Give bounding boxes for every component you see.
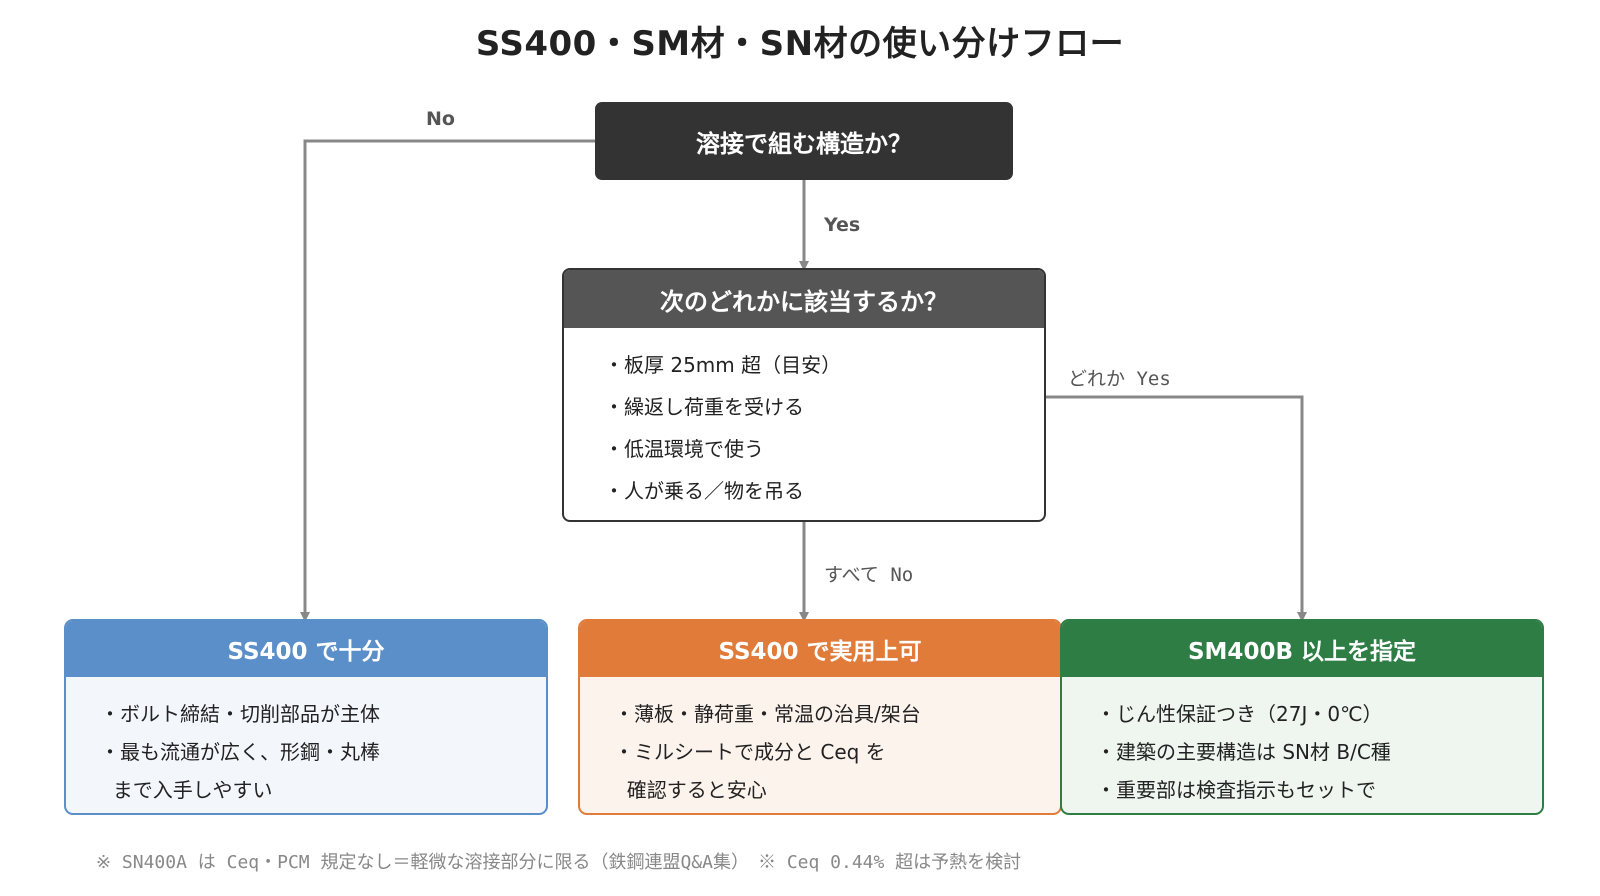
page-title: SS400・SM材・SN材の使い分けフロー	[475, 24, 1125, 64]
edge-q2-any-yes	[1046, 395, 1307, 622]
outcome-note: 確認すると安心	[614, 778, 767, 802]
outcome-note: ・じん性保証つき（27J・0℃）	[1096, 702, 1383, 726]
outcome-note: まで入手しやすい	[100, 778, 273, 802]
condition-item: ・繰返し荷重を受ける	[604, 395, 804, 419]
outcome-header: SM400B 以上を指定	[1062, 621, 1542, 677]
outcome-notes: ・ボルト締結・切削部品が主体 ・最も流通が広く、形鋼・丸棒 まで入手しやすい	[66, 677, 546, 809]
outcome-note: ・ミルシートで成分と Ceq を	[614, 740, 886, 764]
outcome-header: SS400 で実用上可	[580, 621, 1060, 677]
outcome-note: ・最も流通が広く、形鋼・丸棒	[100, 740, 380, 764]
footnote: ※ SN400A は Ceq・PCM 規定なし＝軽微な溶接部分に限る（鉄鋼連盟Q…	[96, 852, 1022, 873]
question-text: 溶接で組む構造か？	[696, 129, 912, 158]
outcome-ss400-practical: SS400 で実用上可 ・薄板・静荷重・常温の治具/架台 ・ミルシートで成分と …	[578, 619, 1062, 815]
edge-label-all-no: すべて No	[824, 564, 914, 586]
outcome-sm400b-specify: SM400B 以上を指定 ・じん性保証つき（27J・0℃） ・建築の主要構造は …	[1060, 619, 1544, 815]
question-welded-structure: 溶接で組む構造か？	[595, 102, 1013, 180]
condition-item: ・低温環境で使う	[604, 437, 764, 461]
outcome-note: ・建築の主要構造は SN材 B/C種	[1096, 740, 1391, 764]
outcome-ss400-sufficient: SS400 で十分 ・ボルト締結・切削部品が主体 ・最も流通が広く、形鋼・丸棒 …	[64, 619, 548, 815]
edge-label-any-yes: どれか Yes	[1068, 368, 1171, 390]
edge-q1-no	[300, 139, 595, 622]
condition-item: ・板厚 25mm 超（目安）	[604, 353, 842, 377]
outcome-note: ・重要部は検査指示もセットで	[1096, 778, 1376, 802]
outcome-notes: ・じん性保証つき（27J・0℃） ・建築の主要構造は SN材 B/C種 ・重要部…	[1062, 677, 1542, 809]
outcome-header: SS400 で十分	[66, 621, 546, 677]
conditions-list: ・板厚 25mm 超（目安） ・繰返し荷重を受ける ・低温環境で使う ・人が乗る…	[564, 328, 1044, 512]
outcome-note: ・薄板・静荷重・常温の治具/架台	[614, 702, 921, 726]
condition-item: ・人が乗る／物を吊る	[604, 479, 804, 503]
outcome-notes: ・薄板・静荷重・常温の治具/架台 ・ミルシートで成分と Ceq を 確認すると安…	[580, 677, 1060, 809]
question-conditions-header: 次のどれかに該当するか？	[564, 270, 1044, 328]
edge-label-yes: Yes	[824, 214, 861, 236]
edge-label-no: No	[426, 108, 455, 130]
question-conditions: 次のどれかに該当するか？ ・板厚 25mm 超（目安） ・繰返し荷重を受ける ・…	[562, 268, 1046, 522]
outcome-note: ・ボルト締結・切削部品が主体	[100, 702, 380, 726]
